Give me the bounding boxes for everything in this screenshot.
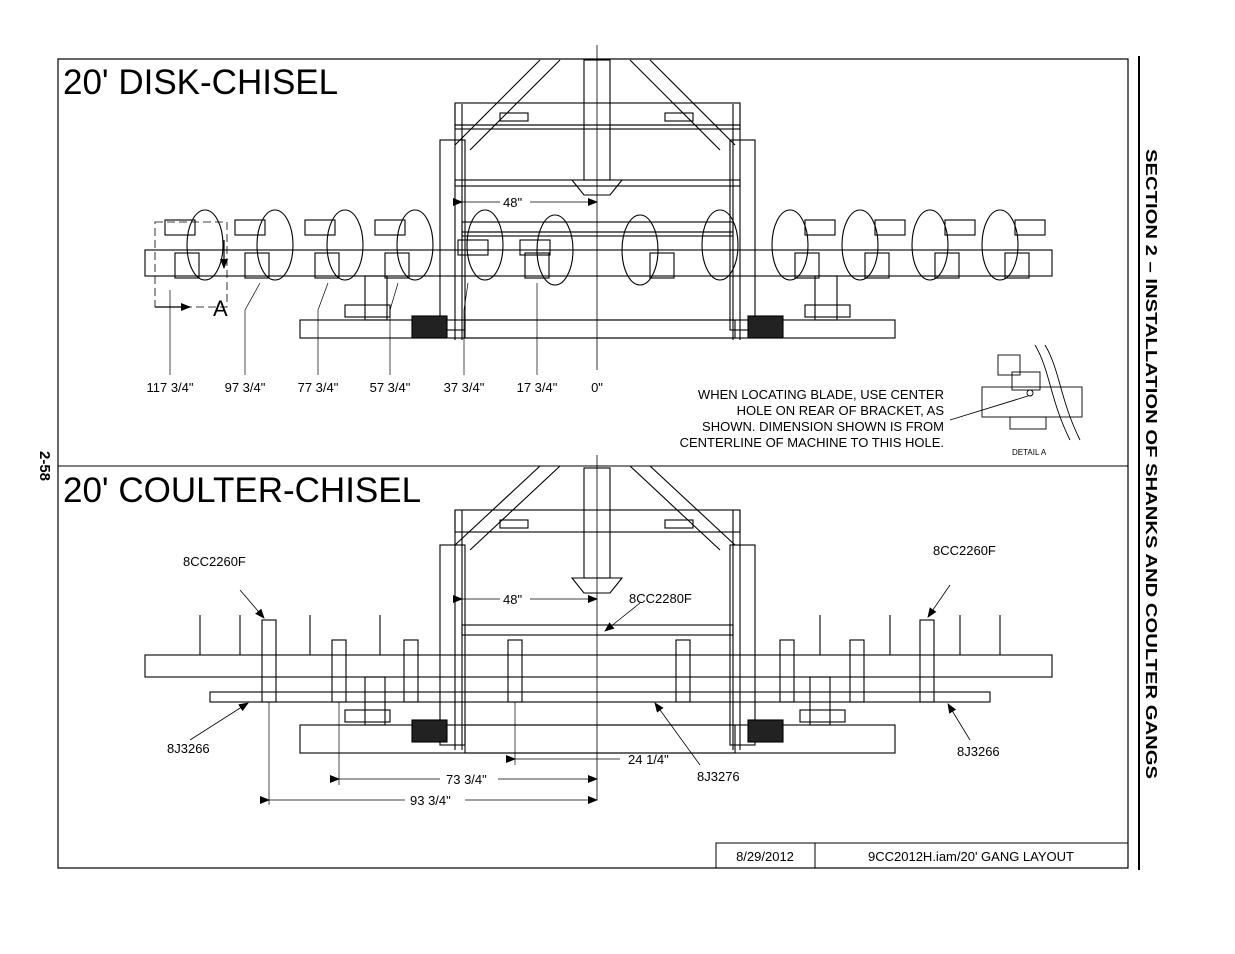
blade-position-labels: 117 3/4" 97 3/4" 77 3/4" 57 3/4" 37 3/4"… <box>146 380 603 395</box>
dim-73-three-quarter: 73 3/4" <box>446 772 487 787</box>
blade-pos-1: 117 3/4" <box>146 380 193 395</box>
dim-24-quarter: 24 1/4" <box>628 752 669 767</box>
drawing-border <box>57 58 1129 869</box>
note-line-2: HOLE ON REAR OF BRACKET, AS <box>737 403 945 418</box>
blade-pos-7: 0" <box>591 380 603 395</box>
blade-location-note: WHEN LOCATING BLADE, USE CENTER HOLE ON … <box>680 387 945 450</box>
note-line-1: WHEN LOCATING BLADE, USE CENTER <box>698 387 944 402</box>
bottom-center-dim: 48" <box>503 592 522 607</box>
part-left-mount: 8CC2260F <box>183 554 246 569</box>
title-block-file: 9CC2012H.iam/20' GANG LAYOUT <box>868 849 1074 864</box>
bottom-view-title: 20' COULTER-CHISEL <box>63 471 421 510</box>
blade-pos-5: 37 3/4" <box>444 380 485 395</box>
part-right-mount: 8CC2260F <box>933 543 996 558</box>
part-right-bracket: 8J3266 <box>957 744 1000 759</box>
part-left-bracket: 8J3266 <box>167 741 210 756</box>
detail-callout-letter: A <box>213 296 228 321</box>
note-line-4: CENTERLINE OF MACHINE TO THIS HOLE. <box>680 435 944 450</box>
title-block: 8/29/2012 9CC2012H.iam/20' GANG LAYOUT <box>715 842 1129 869</box>
detail-a-label: DETAIL A <box>1012 448 1047 457</box>
page-number: 2-58 <box>36 451 53 481</box>
disk-chisel-view <box>144 45 1083 441</box>
blade-pos-2: 97 3/4" <box>225 380 266 395</box>
blade-pos-3: 77 3/4" <box>298 380 339 395</box>
top-center-dim: 48" <box>503 195 522 210</box>
part-center-bracket: 8J3276 <box>697 769 740 784</box>
part-center-mount: 8CC2280F <box>629 591 692 606</box>
dim-93-three-quarter: 93 3/4" <box>410 793 451 808</box>
top-view-title: 20' DISK-CHISEL <box>63 63 338 102</box>
blade-pos-6: 17 3/4" <box>517 380 558 395</box>
blade-pos-4: 57 3/4" <box>370 380 411 395</box>
part-number-labels: 8CC2260F 8CC2260F 8CC2280F 8J3266 8J3266… <box>167 543 1000 784</box>
section-heading: SECTION 2 – INSTALLATION OF SHANKS AND C… <box>1142 149 1159 779</box>
title-block-date: 8/29/2012 <box>736 849 794 864</box>
coulter-spacing-dims: 24 1/4" 73 3/4" 93 3/4" <box>410 752 669 808</box>
note-line-3: SHOWN. DIMENSION SHOWN IS FROM <box>702 419 944 434</box>
coulter-chisel-view <box>144 455 1053 805</box>
